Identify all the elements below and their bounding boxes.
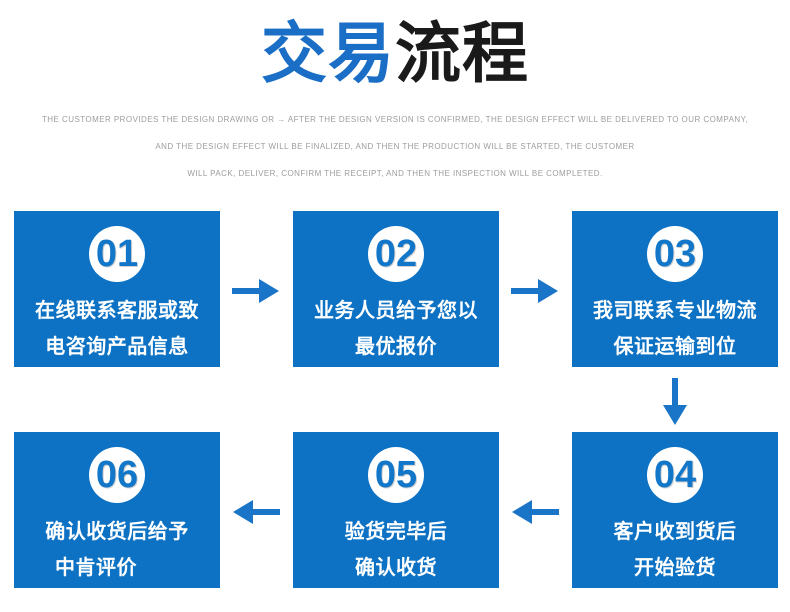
subtitle-text: THE CUSTOMER PROVIDES THE DESIGN DRAWING…	[0, 106, 790, 187]
page-title: 交易流程	[0, 14, 790, 92]
step-description-line: 确认收货后给予	[45, 521, 189, 543]
step-description-line: 客户收到货后	[613, 521, 737, 543]
step-number-badge: 04	[647, 447, 703, 503]
step-number-badge: 02	[368, 226, 424, 282]
step-card-04: 04 客户收到货后 开始验货	[572, 432, 778, 588]
step-description-line: 业务人员给予您以	[314, 300, 478, 322]
step-number: 01	[95, 233, 139, 275]
title-black-part: 流程	[395, 16, 529, 90]
arrow-right-icon	[232, 275, 280, 307]
step-card-03: 03 我司联系专业物流 保证运输到位	[572, 211, 778, 367]
step-description-line: 中肯评价	[55, 557, 137, 579]
step-card-05: 05 验货完毕后 确认收货	[293, 432, 499, 588]
step-description-line: 确认收货	[355, 557, 437, 579]
title-blue-part: 交易	[261, 16, 395, 90]
step-card-01: 01 在线联系客服或致 电咨询产品信息	[14, 211, 220, 367]
step-card-06: 06 确认收货后给予 中肯评价	[14, 432, 220, 588]
step-description: 在线联系客服或致 电咨询产品信息	[14, 293, 220, 365]
step-number: 05	[374, 454, 418, 496]
step-number-badge: 03	[647, 226, 703, 282]
arrow-down-icon	[659, 378, 691, 426]
subtitle-line-1: THE CUSTOMER PROVIDES THE DESIGN DRAWING…	[41, 115, 749, 124]
step-description-line: 在线联系客服或致	[35, 300, 199, 322]
step-number: 04	[653, 454, 697, 496]
step-description-line: 我司联系专业物流	[593, 300, 757, 322]
step-description-line: 最优报价	[355, 336, 437, 358]
subtitle-line-3: WILL PACK, DELIVER, CONFIRM THE RECEIPT,…	[187, 169, 603, 178]
arrow-right-icon	[511, 275, 559, 307]
step-number: 06	[95, 454, 139, 496]
subtitle-line-2: AND THE DESIGN EFFECT WILL BE FINALIZED,…	[155, 142, 635, 151]
step-description-line: 开始验货	[634, 557, 716, 579]
step-description-line: 验货完毕后	[344, 521, 448, 543]
step-description-line: 保证运输到位	[613, 336, 737, 358]
step-description: 业务人员给予您以 最优报价	[293, 293, 499, 365]
step-description-line: 电咨询产品信息	[45, 336, 189, 358]
step-description: 验货完毕后 确认收货	[293, 514, 499, 586]
step-number: 03	[653, 233, 697, 275]
step-description: 我司联系专业物流 保证运输到位	[572, 293, 778, 365]
arrow-left-icon	[232, 496, 280, 528]
step-number-badge: 06	[89, 447, 145, 503]
step-description: 确认收货后给予 中肯评价	[14, 514, 220, 586]
step-description: 客户收到货后 开始验货	[572, 514, 778, 586]
arrow-left-icon	[511, 496, 559, 528]
step-card-02: 02 业务人员给予您以 最优报价	[293, 211, 499, 367]
step-number-badge: 05	[368, 447, 424, 503]
step-number: 02	[374, 233, 418, 275]
step-number-badge: 01	[89, 226, 145, 282]
